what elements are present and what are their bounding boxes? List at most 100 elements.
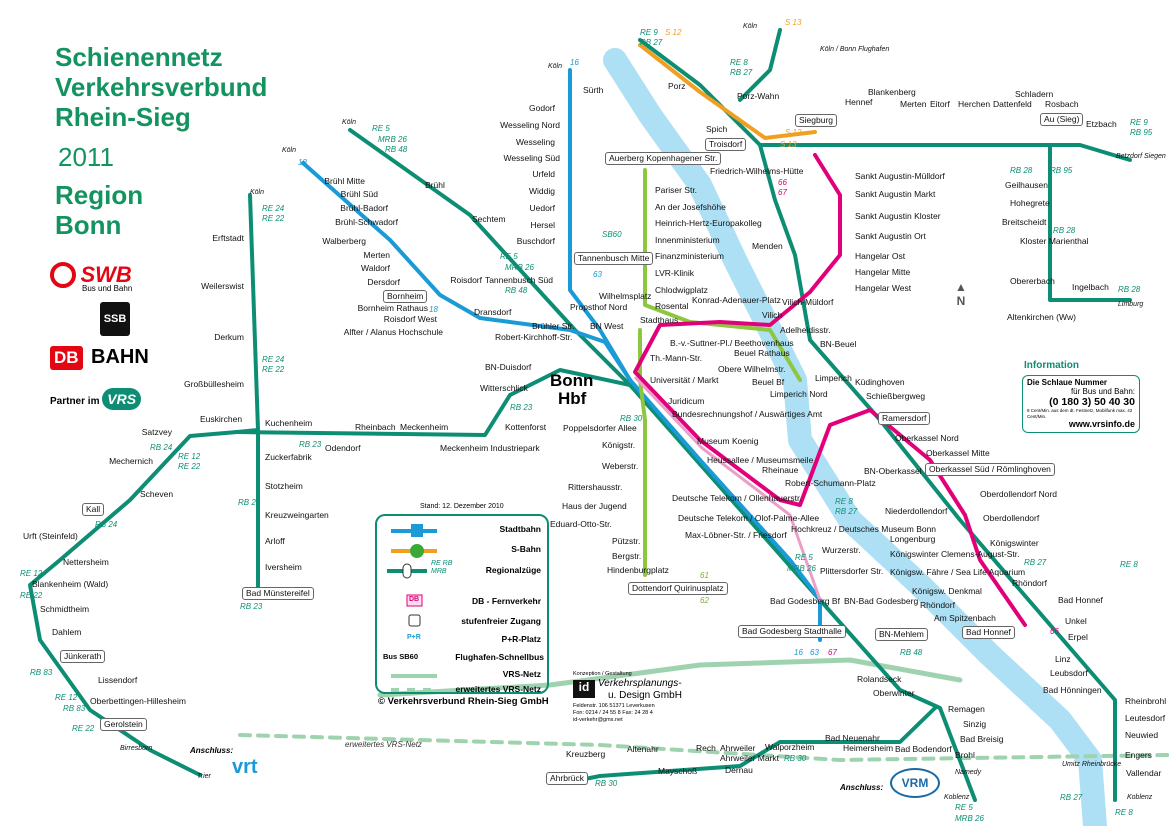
- station-label[interactable]: Wesseling Süd: [503, 153, 560, 163]
- station-label[interactable]: Köln: [250, 189, 265, 196]
- station-label[interactable]: Pariser Str.: [655, 185, 698, 195]
- station-label[interactable]: Kall: [82, 503, 105, 516]
- station-label[interactable]: Ahrweiler Markt: [720, 753, 780, 763]
- station-label[interactable]: Alfter / Alanus Hochschule: [343, 327, 443, 337]
- station-label[interactable]: Th.-Mann-Str.: [650, 353, 702, 363]
- station-label[interactable]: Sankt Augustin Markt: [855, 189, 936, 199]
- station-label[interactable]: Bad Münstereifel: [242, 587, 314, 600]
- station-label[interactable]: Porz: [668, 81, 686, 91]
- station-label[interactable]: Auerberg Kopenhagener Str.: [605, 152, 722, 165]
- station-label[interactable]: Rheinaue: [762, 465, 799, 475]
- station-label[interactable]: Sankt Augustin-Mülldorf: [855, 171, 945, 181]
- station-label[interactable]: Bad Breisig: [960, 734, 1004, 744]
- station-label[interactable]: Hochkreuz / Deutsches Museum Bonn: [791, 524, 937, 534]
- station-label[interactable]: Deutsche Telekom / Olof-Palme-Allee: [678, 513, 820, 523]
- station-label[interactable]: Plittersdorfer Str.: [820, 566, 884, 576]
- station-label[interactable]: Bad Bodendorf: [895, 744, 952, 754]
- station-label[interactable]: Geilhausen: [1005, 180, 1049, 190]
- station-label[interactable]: Arloff: [265, 536, 285, 546]
- station-label[interactable]: Birresborn: [120, 745, 153, 752]
- station-label[interactable]: Roisdorf: [450, 275, 482, 285]
- station-label[interactable]: Hangelar West: [855, 283, 912, 293]
- station-label[interactable]: Kottenforst: [505, 422, 547, 432]
- station-label[interactable]: Tannenbusch Mitte: [574, 252, 654, 265]
- station-label[interactable]: Linz: [1055, 654, 1071, 664]
- station-label[interactable]: Merten: [900, 99, 927, 109]
- station-label[interactable]: Vallendar: [1126, 768, 1162, 778]
- station-label[interactable]: Köln: [548, 63, 563, 70]
- station-label[interactable]: Dransdorf: [474, 307, 512, 317]
- station-label[interactable]: Leutesdorf: [1125, 713, 1166, 723]
- station-label[interactable]: Ingelbach: [1072, 282, 1109, 292]
- station-label[interactable]: Gerolstein: [100, 718, 147, 731]
- station-label[interactable]: BN-Oberkassel: [864, 466, 922, 476]
- station-label[interactable]: Brühl: [425, 180, 445, 190]
- station-label[interactable]: Bad Godesberg Stadthalle: [738, 625, 846, 638]
- station-label[interactable]: Rech: [696, 743, 716, 753]
- station-label[interactable]: Brühl-Badorf: [340, 203, 388, 213]
- station-label[interactable]: Betzdorf Siegen: [1116, 153, 1166, 160]
- station-label[interactable]: Rittershausstr.: [568, 482, 623, 492]
- station-label[interactable]: Koblenz: [1127, 794, 1153, 801]
- station-label[interactable]: Walporzheim: [765, 742, 815, 752]
- station-label[interactable]: Pützstr.: [612, 536, 641, 546]
- station-label[interactable]: Beuel Bf: [752, 377, 785, 387]
- station-label[interactable]: Dottendorf Quirinusplatz: [628, 582, 728, 595]
- station-label[interactable]: Dattenfeld: [993, 99, 1032, 109]
- station-label[interactable]: Ahrbrück: [546, 772, 589, 785]
- station-label[interactable]: Hohegrete: [1010, 198, 1050, 208]
- station-label[interactable]: Rheinbrohl: [1125, 696, 1167, 706]
- station-label[interactable]: Sechtem: [472, 214, 506, 224]
- station-label[interactable]: Oberkassel Nord: [895, 433, 959, 443]
- station-label[interactable]: Porz-Wahn: [737, 91, 780, 101]
- station-label[interactable]: Rhöndorf: [920, 600, 955, 610]
- station-label[interactable]: Siegburg: [795, 114, 838, 127]
- station-label[interactable]: Königsw. Fähre / Sea Life Aquarium: [890, 567, 1026, 577]
- station-label[interactable]: Bad Honnef: [1058, 595, 1103, 605]
- station-label[interactable]: Blankenberg: [868, 87, 916, 97]
- station-label[interactable]: Großbüllesheim: [184, 379, 244, 389]
- station-label[interactable]: Heussallee / Museumsmeile: [707, 455, 814, 465]
- station-label[interactable]: Merten: [363, 250, 390, 260]
- station-label[interactable]: Altenkirchen (Ww): [1007, 312, 1076, 322]
- station-label[interactable]: Herchen: [958, 99, 991, 109]
- station-label[interactable]: Dersdorf: [367, 277, 400, 287]
- station-label[interactable]: BN West: [590, 321, 624, 331]
- station-label[interactable]: Brühler Str.: [532, 321, 575, 331]
- station-label[interactable]: Niederdollendorf: [885, 506, 948, 516]
- station-label[interactable]: Schmidtheim: [40, 604, 90, 614]
- station-label[interactable]: Unkel: [1065, 616, 1087, 626]
- station-label[interactable]: Eitorf: [930, 99, 950, 109]
- station-label[interactable]: Köln: [743, 23, 758, 30]
- station-label[interactable]: Weilerswist: [201, 281, 244, 291]
- station-label[interactable]: Brohl: [955, 750, 975, 760]
- station-label[interactable]: Roisdorf West: [383, 314, 437, 324]
- station-label[interactable]: Kreuzberg: [566, 749, 606, 759]
- station-label[interactable]: Umitz Rheinbrücke: [1062, 761, 1122, 768]
- station-label[interactable]: Königswinter Clemens-August-Str.: [890, 549, 1020, 559]
- station-label[interactable]: Hennef: [845, 97, 873, 107]
- station-label[interactable]: Mechernich: [109, 456, 153, 466]
- station-label[interactable]: Nettersheim: [63, 557, 109, 567]
- station-label[interactable]: Satzvey: [141, 427, 172, 437]
- station-label[interactable]: Hangelar Ost: [855, 251, 906, 261]
- station-label[interactable]: Namedy: [955, 769, 982, 776]
- station-label[interactable]: Wesseling: [515, 137, 555, 147]
- station-label[interactable]: Rheinbach: [355, 422, 396, 432]
- station-label[interactable]: Ramersdorf: [878, 412, 931, 425]
- station-label[interactable]: Limperich: [815, 373, 852, 383]
- station-label[interactable]: Kuchenheim: [265, 418, 313, 428]
- station-label[interactable]: Kreuzweingarten: [265, 510, 329, 520]
- station-label[interactable]: Uedorf: [529, 203, 555, 213]
- station-label[interactable]: Vilich-Müldorf: [782, 297, 834, 307]
- station-label[interactable]: Hindenburgplatz: [607, 565, 669, 575]
- station-label[interactable]: Deutsche Telekom / Ollenhauerstr.: [672, 493, 802, 503]
- station-label[interactable]: Lissendorf: [98, 675, 138, 685]
- station-label[interactable]: Longenburg: [890, 534, 936, 544]
- station-label[interactable]: Schießbergweg: [866, 391, 926, 401]
- station-label[interactable]: Bergstr.: [612, 551, 642, 561]
- station-label[interactable]: Bornheim Rathaus: [357, 303, 428, 313]
- station-label[interactable]: Friedrich-Wilhelms-Hütte: [710, 166, 804, 176]
- station-label[interactable]: Königswinter: [990, 538, 1039, 548]
- station-label[interactable]: Bad Honnef: [962, 626, 1015, 639]
